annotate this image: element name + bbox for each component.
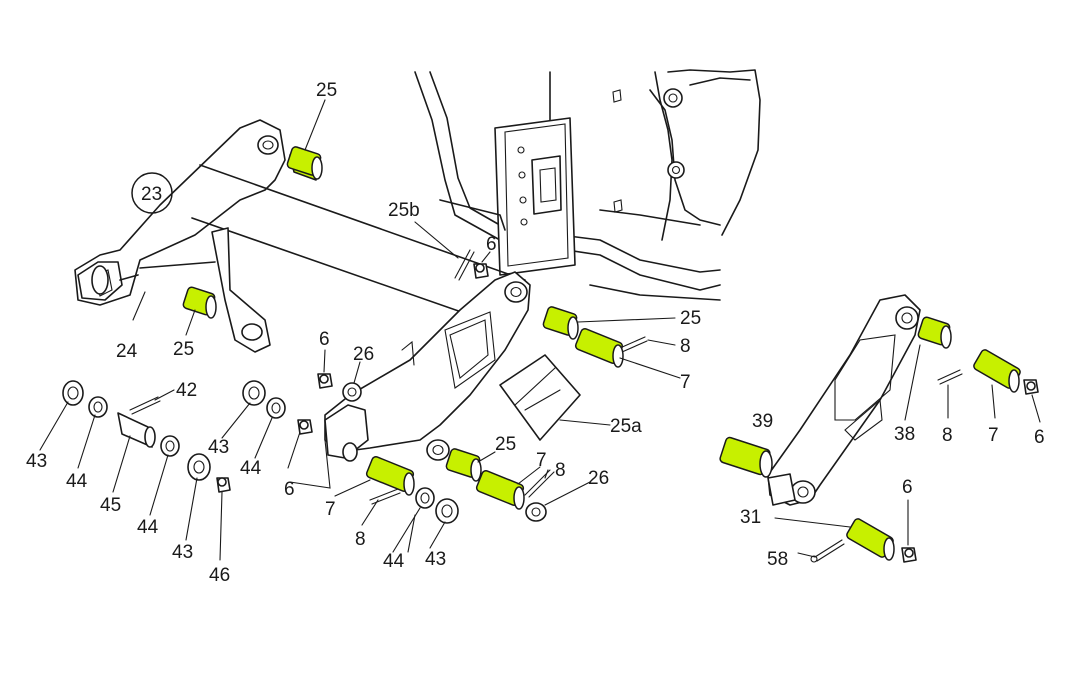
label-25-low: 25 <box>495 434 516 455</box>
label-42: 42 <box>176 380 197 401</box>
bushing-ring-44c <box>266 397 286 419</box>
label-43-c: 43 <box>208 437 229 458</box>
label-43-b: 43 <box>172 542 193 563</box>
bushing-ring-43d <box>435 498 459 524</box>
pin-7-right <box>574 328 624 368</box>
grease-nipple-6-side <box>1023 379 1039 395</box>
grease-nipple-6-low <box>297 419 313 435</box>
label-6-side: 6 <box>1034 427 1045 448</box>
label-25-top: 25 <box>316 80 337 101</box>
washer-26-low <box>525 502 547 522</box>
bushing-ring-44d <box>415 487 435 509</box>
label-6-top: 6 <box>486 234 497 255</box>
label-7-side: 7 <box>988 425 999 446</box>
label-44-d: 44 <box>383 551 405 572</box>
bushing-25-left <box>182 286 217 319</box>
split-pin-8-low2 <box>524 469 555 498</box>
label-8-low2: 8 <box>555 460 566 481</box>
bushing-39 <box>719 436 773 478</box>
split-pin-42 <box>129 396 161 415</box>
bushing-25-top <box>286 146 323 181</box>
washer-26-mid <box>342 382 362 402</box>
label-7-right: 7 <box>680 372 691 393</box>
bushing-ring-44b <box>160 435 180 457</box>
label-25-right: 25 <box>680 308 701 329</box>
label-38: 38 <box>894 424 915 445</box>
label-44-a: 44 <box>66 471 88 492</box>
bushing-ring-43c <box>242 380 266 406</box>
pin-7-side <box>973 349 1021 393</box>
split-pin-8-right <box>619 336 648 353</box>
label-43-a: 43 <box>26 451 47 472</box>
label-25a: 25a <box>610 416 642 437</box>
label-6-side2: 6 <box>902 477 913 498</box>
label-24: 24 <box>116 341 138 362</box>
bushing-ring-43a <box>62 380 84 406</box>
grease-nipple-46 <box>216 477 231 493</box>
main-frame-23 <box>74 119 526 353</box>
bushing-ring-43b <box>187 453 211 481</box>
label-26-low: 26 <box>588 468 609 489</box>
label-6-low: 6 <box>284 479 295 500</box>
split-pin-25b <box>454 249 475 281</box>
label-8-right: 8 <box>680 336 691 357</box>
label-8-side: 8 <box>942 425 953 446</box>
label-6-mid: 6 <box>319 329 330 350</box>
label-25-left: 25 <box>173 339 194 360</box>
label-26-mid: 26 <box>353 344 374 365</box>
label-45: 45 <box>100 495 121 516</box>
label-23: 23 <box>141 184 162 205</box>
label-31: 31 <box>740 507 761 528</box>
label-25b: 25b <box>388 200 420 221</box>
label-8-low: 8 <box>355 529 366 550</box>
label-7-low2: 7 <box>536 450 547 471</box>
split-pin-8-low <box>369 488 401 505</box>
grease-nipple-6-top <box>473 263 489 279</box>
part-labels: 23 25 24 25 25b 6 6 26 25 8 7 42 43 44 4… <box>26 80 1045 586</box>
bushing-38 <box>917 316 952 349</box>
grease-nipple-6-mid <box>317 373 333 389</box>
pin-31 <box>846 518 895 561</box>
grease-nipple-6-side2 <box>901 547 917 563</box>
label-44-b: 44 <box>137 517 159 538</box>
pin-7-low <box>365 456 415 496</box>
label-58: 58 <box>767 549 788 570</box>
tractor-rear-body <box>414 69 761 301</box>
bushing-25-low <box>445 448 482 482</box>
plate-25a <box>499 354 581 441</box>
split-pin-8-side <box>937 369 963 385</box>
label-46: 46 <box>209 565 230 586</box>
lift-link-39 <box>767 294 921 506</box>
side-plate <box>324 271 531 462</box>
pin-45 <box>117 412 156 448</box>
bushing-25-right <box>542 306 579 340</box>
label-7-low: 7 <box>325 499 336 520</box>
pin-7-low2 <box>475 470 525 510</box>
label-39: 39 <box>752 411 773 432</box>
leader-lines <box>39 99 1041 561</box>
callout-circle-23 <box>131 172 173 214</box>
label-44-c: 44 <box>240 458 262 479</box>
split-pin-58 <box>810 539 845 563</box>
bushing-ring-44a <box>88 396 108 418</box>
label-43-d: 43 <box>425 549 446 570</box>
